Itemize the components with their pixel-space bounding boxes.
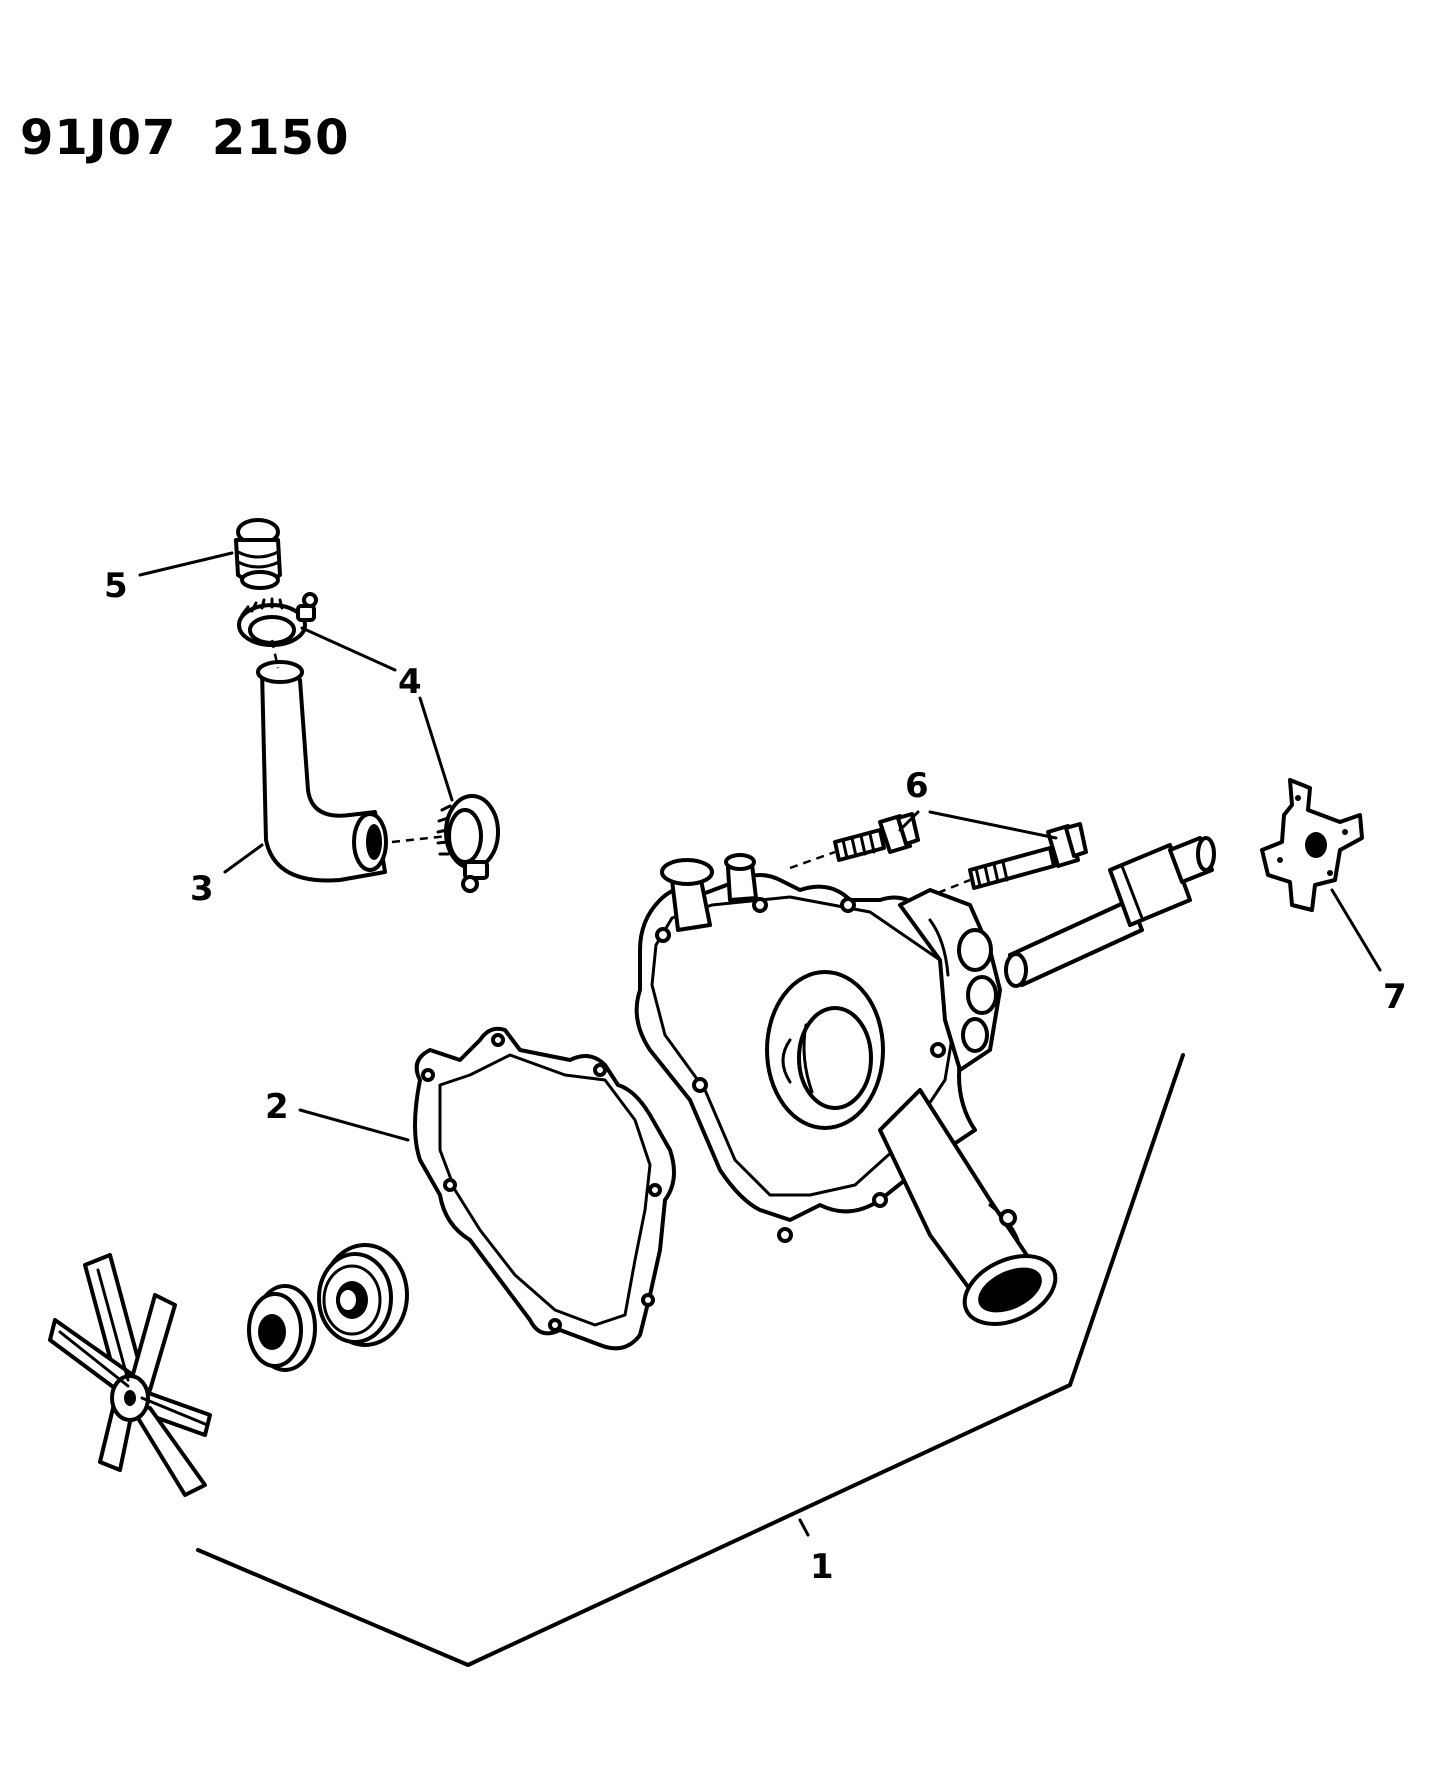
assembly-bracket — [196, 1053, 1185, 1667]
lower-hose-clamp — [436, 794, 500, 893]
callout-5: 5 — [104, 566, 128, 606]
callout-1: 1 — [810, 1547, 834, 1587]
fitting-part — [234, 518, 282, 590]
callout-3: 3 — [190, 869, 214, 909]
pump-gasket — [413, 1026, 676, 1351]
water-pump-housing — [634, 853, 1058, 1326]
callout-7: 7 — [1383, 977, 1407, 1017]
upper-hose-clamp — [237, 592, 318, 647]
callout-4: 4 — [398, 662, 422, 702]
pump-shaft — [1004, 836, 1216, 988]
leader-lines — [138, 551, 1382, 1537]
short-bolt — [833, 812, 920, 862]
fan-spacer-plate — [1260, 778, 1364, 912]
callout-6: 6 — [905, 766, 929, 806]
diagram-reference-code: 91J07 2150 — [20, 110, 350, 166]
callout-2: 2 — [265, 1087, 289, 1127]
small-pulley — [247, 1284, 317, 1372]
long-bolt — [968, 822, 1088, 890]
large-pulley — [317, 1243, 409, 1347]
bypass-hose — [256, 660, 388, 883]
fan-blade — [48, 1253, 212, 1497]
